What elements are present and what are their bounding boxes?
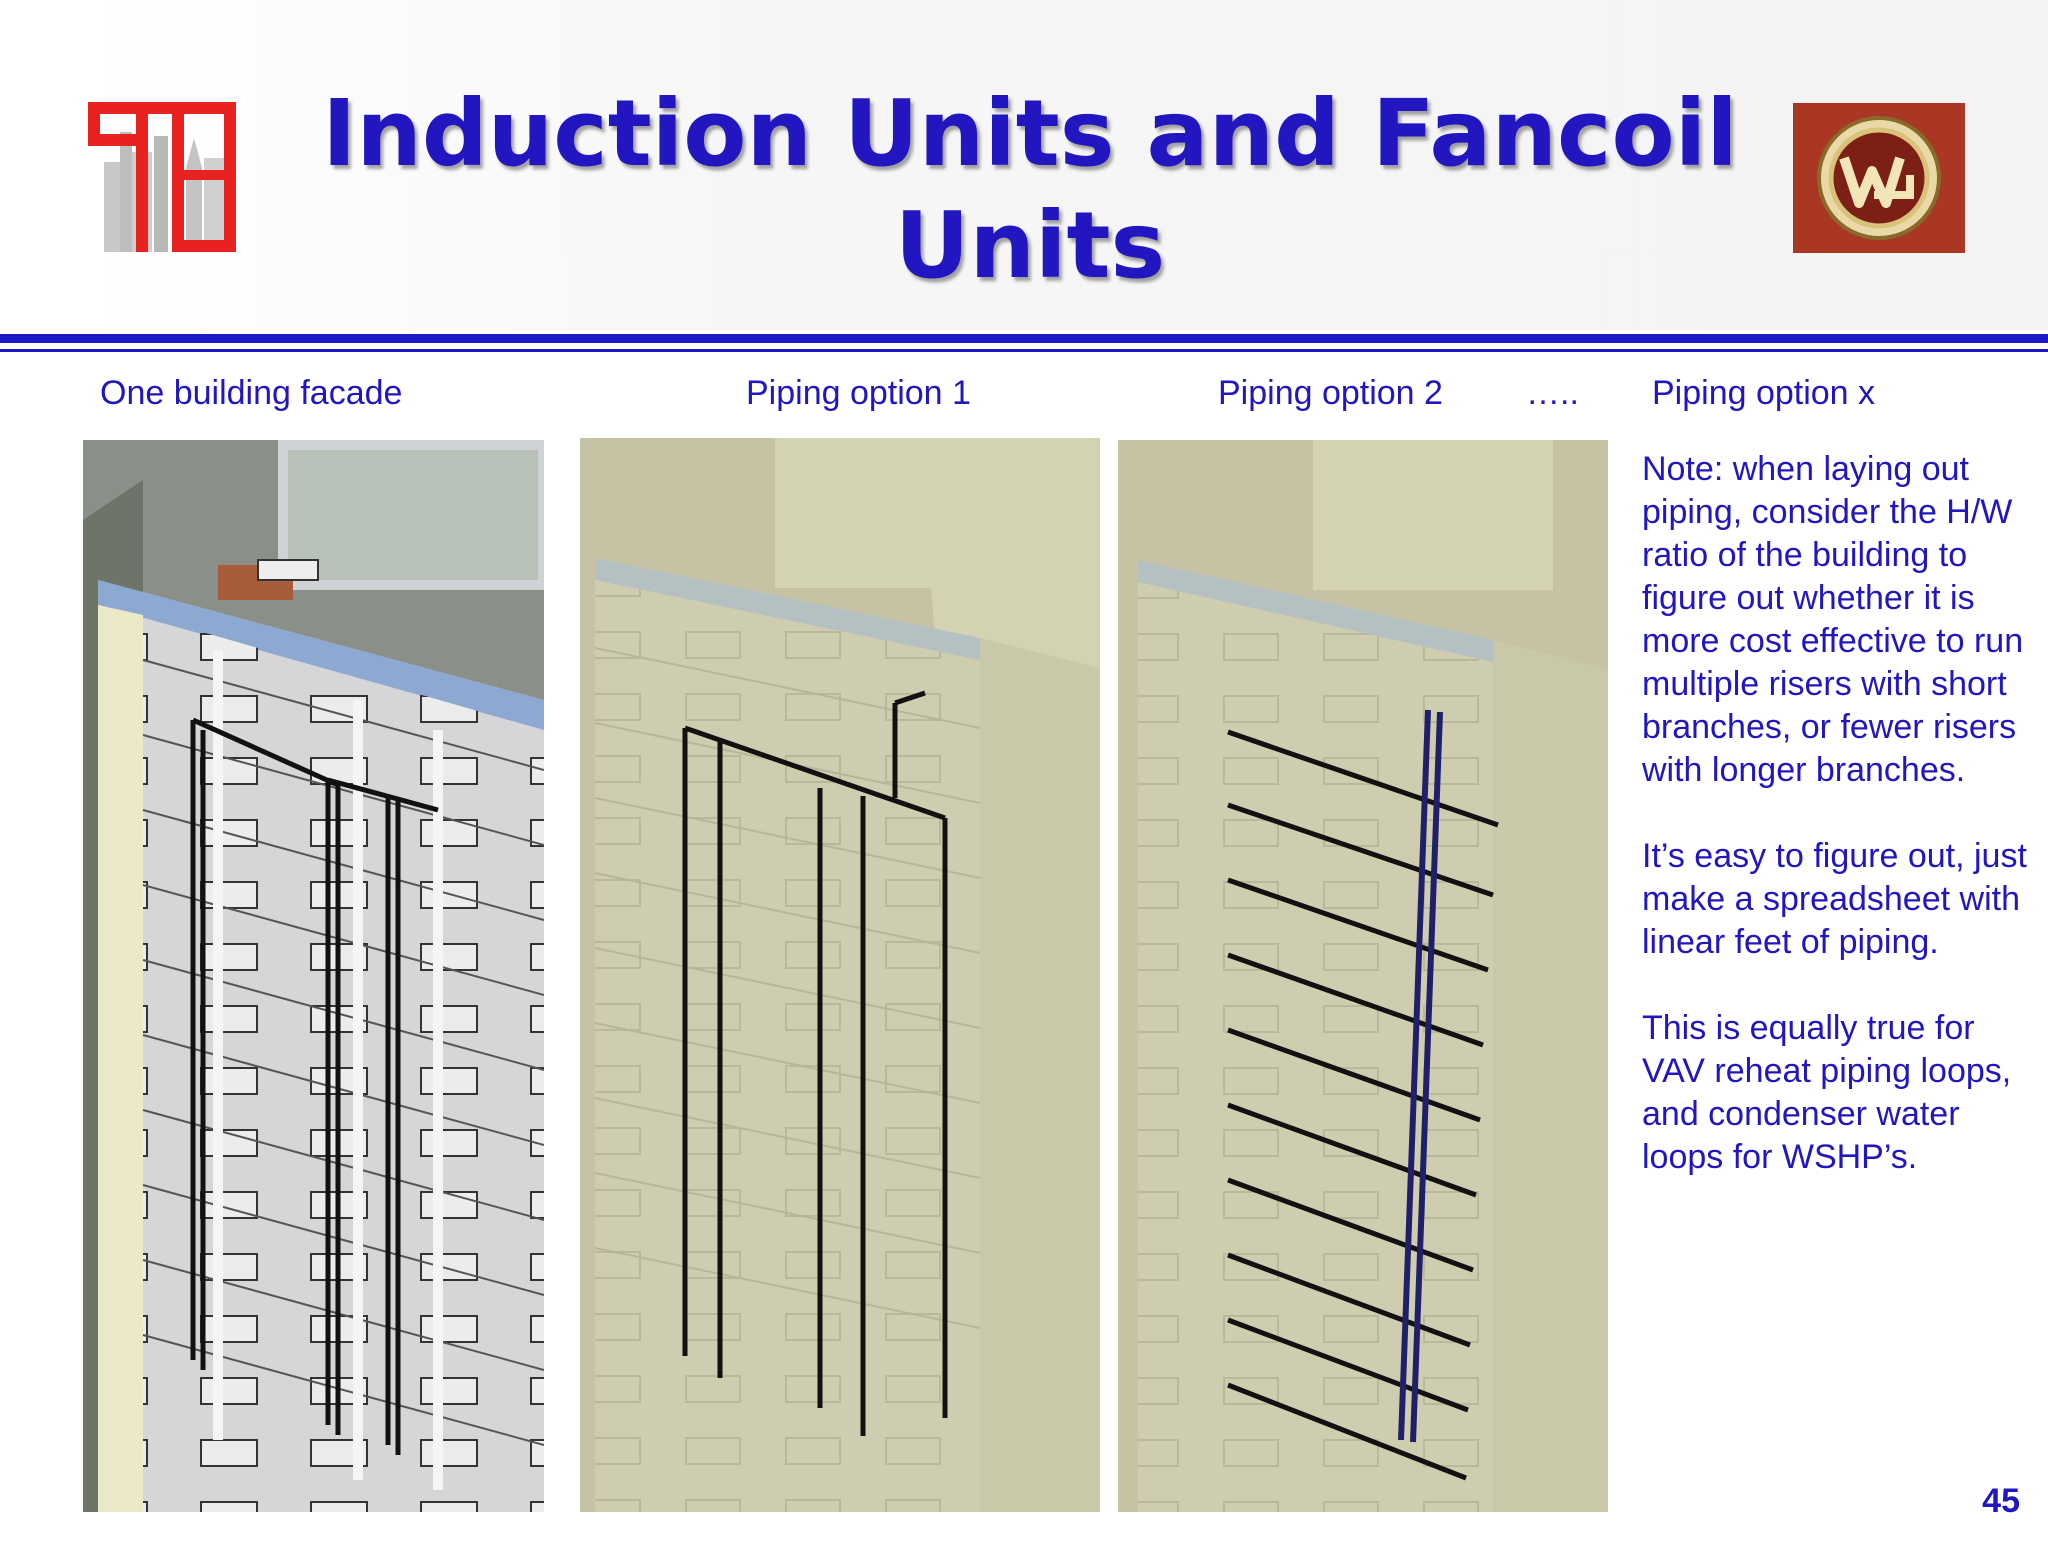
piping-option-2-image (1118, 440, 1608, 1512)
note-paragraph-1: Note: when laying out piping, consider t… (1642, 450, 2024, 789)
note-paragraph-2: It’s easy to figure out, just make a spr… (1642, 837, 2027, 961)
caption-ellipsis: ….. (1526, 374, 1579, 412)
header-band (80, 0, 2048, 330)
caption-facade: One building facade (100, 374, 403, 412)
title-divider (0, 334, 2048, 343)
building-frame-logo-icon (88, 102, 236, 252)
caption-option-x: Piping option x (1652, 374, 1876, 412)
piping-option-1-image (580, 438, 1100, 1512)
page-number: 45 (1982, 1482, 2020, 1520)
notes-text: Note: when laying out piping, consider t… (1642, 448, 2042, 1222)
caption-option-2: Piping option 2 (1218, 374, 1443, 412)
page-title: Induction Units and Fancoil Units (322, 80, 1738, 299)
gold-medallion-logo-icon (1793, 103, 1965, 253)
note-paragraph-3: This is equally true for VAV reheat pipi… (1642, 1009, 2012, 1176)
title-divider-thin (0, 349, 2048, 352)
facade-image (83, 440, 544, 1512)
caption-option-1: Piping option 1 (746, 374, 971, 412)
